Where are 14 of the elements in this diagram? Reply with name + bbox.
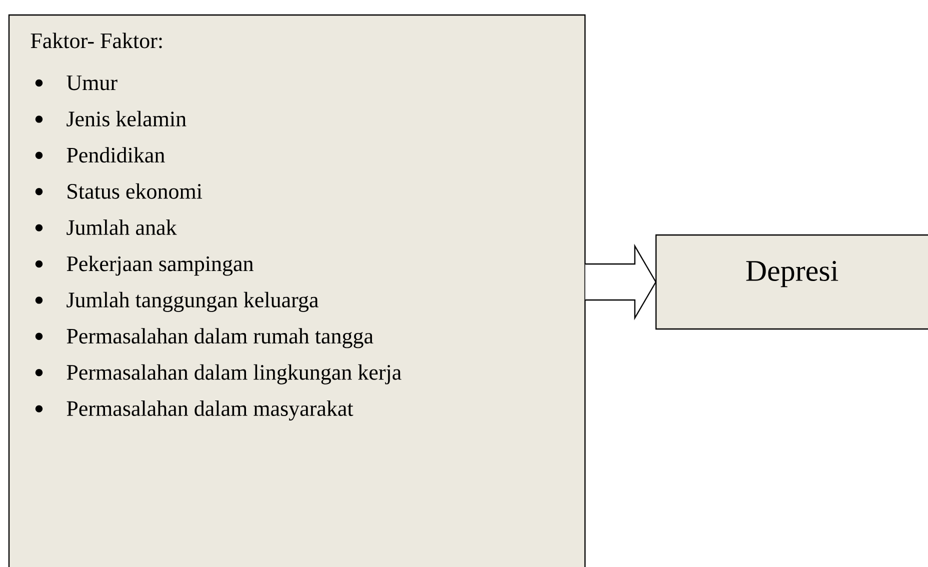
- list-item: Jumlah tanggungan keluarga: [66, 292, 318, 312]
- list-item: Pendidikan: [66, 147, 165, 163]
- list-item: Permasalahan dalam rumah tangga: [66, 328, 374, 348]
- list-item: Permasalahan dalam lingkungan kerja: [66, 364, 402, 384]
- list-item: Pekerjaan sampingan: [66, 256, 254, 276]
- factor-list-box: [8, 14, 586, 567]
- list-item: Permasalahan dalam masyarakat: [66, 400, 354, 421]
- outcome-box: Depresi: [655, 234, 928, 330]
- list-item: Umur: [66, 76, 118, 90]
- list-item: Status ekonomi: [68, 183, 202, 199]
- list-item: Jenis kelamin: [66, 110, 186, 126]
- list-heading: Faktor- Faktor:: [30, 32, 162, 48]
- block-arrow: [584, 244, 656, 320]
- list-item: Jumlah anak: [66, 220, 177, 236]
